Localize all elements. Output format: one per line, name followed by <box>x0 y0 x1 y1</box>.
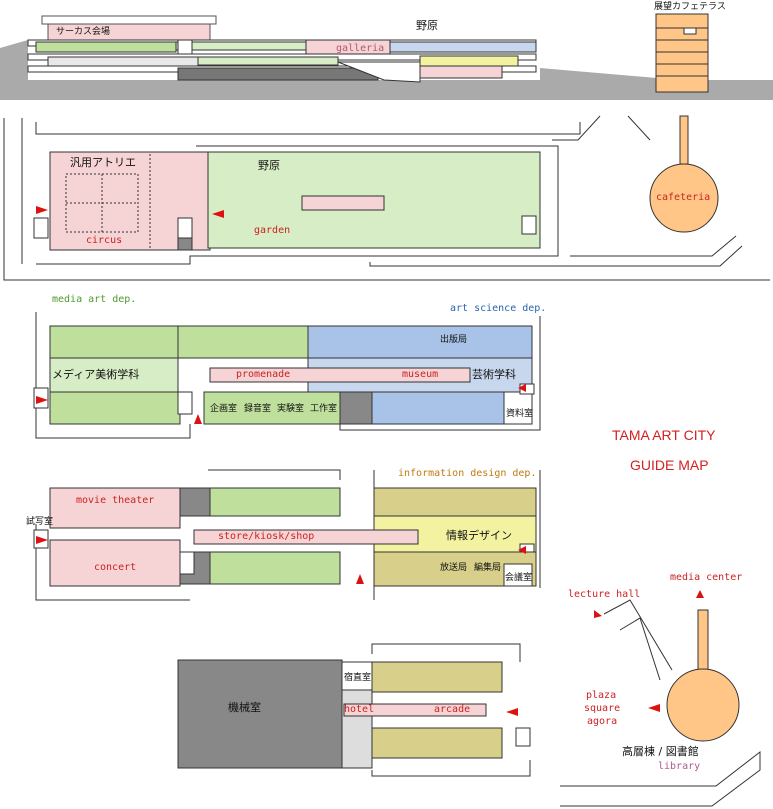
atelier-label: 汎用アトリエ <box>70 156 136 169</box>
archive-label: 資料室 <box>506 409 534 419</box>
editing-label: 編集局 <box>474 563 502 573</box>
arcade-label: arcade <box>434 704 471 715</box>
map-title-line2: GUIDE MAP <box>630 457 709 473</box>
planning-label: 企画室 <box>210 404 238 414</box>
media-jp-label: メディア美術学科 <box>52 368 140 381</box>
observation-cafe-label: 展望カフェテラス <box>654 2 726 12</box>
promenade-label: promenade <box>236 369 291 380</box>
machine-room-label: 機械室 <box>228 701 261 714</box>
tower-library-jp-label: 高層棟 / 図書館 <box>622 745 699 758</box>
nohara-label: 野原 <box>258 159 280 172</box>
front-desk-label: 宿直室 <box>344 673 372 683</box>
media-dep-label: media art dep. <box>52 294 137 305</box>
circus-hall-label: サーカス会場 <box>56 27 111 37</box>
museum-label: museum <box>402 369 439 380</box>
lab-label: 実験室 <box>277 404 305 414</box>
art-science-dep-label: art science dep. <box>450 303 547 314</box>
art-science-jp-label: 芸術学科 <box>472 368 516 381</box>
recording-label: 録音室 <box>244 404 272 414</box>
publishing-label: 出版局 <box>440 335 468 345</box>
entrance-arrows <box>36 206 704 716</box>
store-label: store/kiosk/shop <box>218 531 315 542</box>
building-section <box>0 13 773 100</box>
hotel-label: hotel <box>344 704 375 715</box>
floor-3-plan <box>33 469 541 601</box>
concert-label: concert <box>94 562 137 573</box>
screening-label: 試写室 <box>26 517 54 527</box>
square-label: square <box>584 703 621 714</box>
nohara-top-label: 野原 <box>416 19 438 32</box>
agora-label: agora <box>587 716 618 727</box>
workshop-label: 工作室 <box>310 404 338 414</box>
floor-4-plan <box>177 599 761 807</box>
library-label: library <box>658 761 701 772</box>
cafeteria-label: cafeteria <box>656 192 711 203</box>
garden-label: garden <box>254 225 291 236</box>
movie-theater-label: movie theater <box>76 495 155 506</box>
plaza-label: plaza <box>586 690 617 701</box>
media-center-label: media center <box>670 572 743 583</box>
broadcast-label: 放送局 <box>440 563 468 573</box>
floor-1-plan <box>3 115 770 281</box>
lecture-hall-label: lecture hall <box>568 589 641 600</box>
galleria-label: galleria <box>336 43 385 54</box>
circus-label: circus <box>86 235 123 246</box>
meeting-label: 会議室 <box>505 573 533 583</box>
map-title-line1: TAMA ART CITY <box>612 427 716 443</box>
info-dep-label: information design dep. <box>398 468 537 479</box>
floor-2-plan <box>33 312 541 439</box>
info-jp-label: 情報デザイン <box>446 529 512 542</box>
